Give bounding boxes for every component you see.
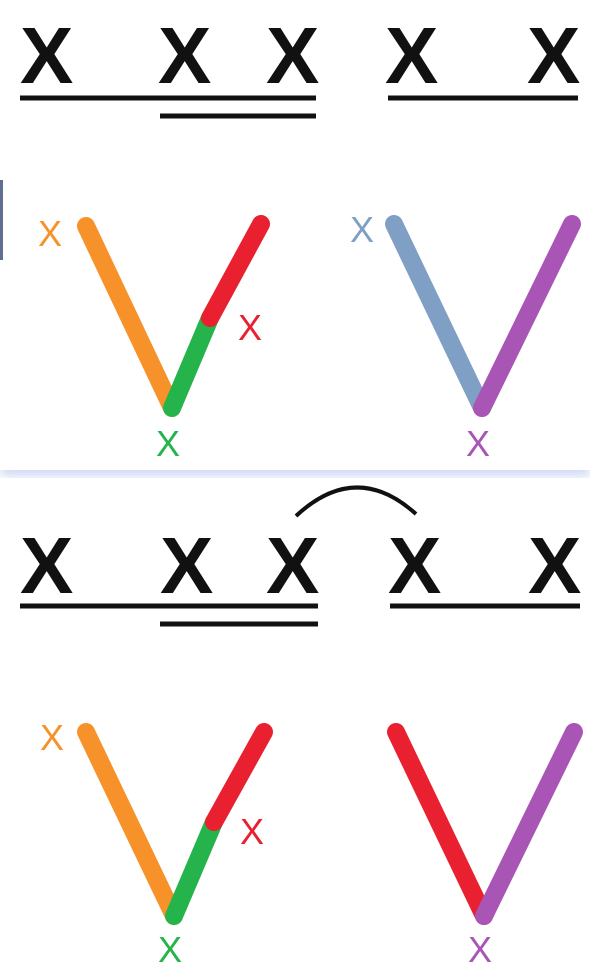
top-right-v-blue-arm xyxy=(385,215,491,417)
top-letter-3: X xyxy=(266,11,319,100)
top-diagram: X X X X X X X X X X xyxy=(20,11,581,464)
bottom-right-v-purple-arm xyxy=(475,723,583,925)
bottom-left-v-label-mid: X xyxy=(240,811,264,852)
bottom-left-v-red-segment xyxy=(205,723,273,831)
top-letter-1: X xyxy=(20,11,73,100)
top-right-v-label-bottom: X xyxy=(466,423,490,464)
top-letter-2: X xyxy=(158,11,211,100)
bottom-letter-3: X xyxy=(266,521,319,610)
top-right-v-label-top: X xyxy=(350,209,374,250)
bottom-left-v-orange-arm xyxy=(77,723,183,925)
top-left-v-label-bottom: X xyxy=(156,423,180,464)
bottom-left-v-label-top: X xyxy=(40,717,64,758)
top-letter-4: X xyxy=(385,11,438,100)
bottom-diagram: X X X X X X X X X xyxy=(20,485,583,970)
bottom-letter-2: X xyxy=(160,521,213,610)
bottom-letter-1: X xyxy=(20,521,73,610)
bottom-arc xyxy=(294,485,418,518)
top-panel: X X X X X X X X X X xyxy=(0,0,590,470)
left-edge-marker xyxy=(0,180,3,260)
bottom-left-v-green-segment xyxy=(165,813,223,925)
top-left-v-red-segment xyxy=(201,215,270,327)
bottom-letter-4: X xyxy=(388,521,441,610)
bottom-letter-5: X xyxy=(528,521,581,610)
top-left-v-green-segment xyxy=(163,309,219,417)
bottom-right-v-label-bottom: X xyxy=(468,929,492,970)
bottom-left-v-label-bottom: X xyxy=(158,929,182,970)
bottom-right-v-red-arm xyxy=(387,723,493,925)
top-letter-5: X xyxy=(527,11,580,100)
top-left-v-label-top: X xyxy=(38,213,62,254)
top-left-v-label-mid: X xyxy=(238,307,262,348)
top-left-v-orange-arm xyxy=(77,217,181,417)
top-right-v-purple-arm xyxy=(473,215,581,417)
bottom-panel: X X X X X X X X X xyxy=(0,478,590,976)
